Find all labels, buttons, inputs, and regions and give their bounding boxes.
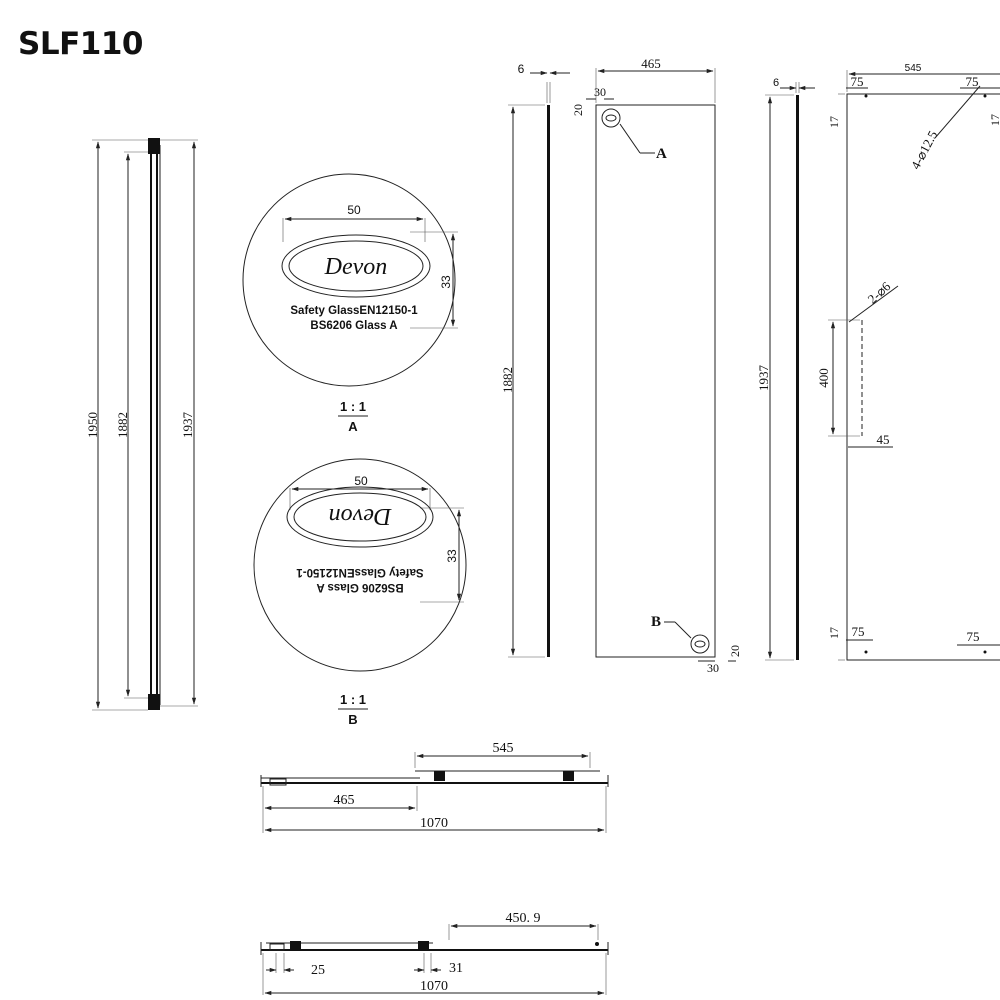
side-view: 1950 1882 1937 xyxy=(85,138,198,711)
top-roller-icon xyxy=(148,138,160,154)
callout-a: A xyxy=(656,146,667,162)
fixed-width: 465 xyxy=(641,56,661,71)
sliding-height: 1937 xyxy=(756,365,771,392)
detail-a-height: 33 xyxy=(439,275,453,289)
fixed-offset-y-b: 20 xyxy=(728,645,742,657)
handle-span: 400 xyxy=(816,368,831,388)
plan-open-top: 450. 9 xyxy=(506,911,541,926)
bottom-offset: 17 xyxy=(827,627,841,639)
edge-top-left: 75 xyxy=(851,74,864,89)
detail-a-line1: Safety GlassEN12150-1 xyxy=(290,305,418,317)
detail-a-scale: 1 : 1 xyxy=(340,399,366,414)
fixed-height: 1882 xyxy=(500,367,515,393)
dim-1882: 1882 xyxy=(115,412,130,438)
detail-a-brand-logo: Devon xyxy=(324,254,388,280)
detail-b-scale: 1 : 1 xyxy=(340,692,366,707)
detail-a-line2: BS6206 Glass A xyxy=(310,320,397,332)
plan-open-mid: 31 xyxy=(449,961,463,976)
edge-bottom-right: 75 xyxy=(967,629,980,644)
bottom-roller-icon xyxy=(148,694,160,710)
detail-a-width: 50 xyxy=(347,203,361,217)
callout-b: B xyxy=(651,614,661,630)
detail-b-width: 50 xyxy=(354,474,368,488)
detail-b-ref: B xyxy=(348,712,357,727)
roller-icon xyxy=(418,941,429,951)
page-title: SLF110 xyxy=(18,26,143,62)
roller-icon xyxy=(563,771,574,781)
plan-view-closed: 545 465 1070 xyxy=(260,741,609,833)
detail-b-brand-logo: Devon xyxy=(329,503,393,529)
fixed-offset-x-b: 30 xyxy=(707,661,719,675)
fixed-offset-y: 20 xyxy=(571,104,585,116)
dim-1950: 1950 xyxy=(85,412,100,438)
plan-closed-total: 1070 xyxy=(420,816,448,831)
top-offset: 17 xyxy=(827,116,841,128)
detail-b-height: 33 xyxy=(445,549,459,563)
fixed-panel: 6 1882 465 30 20 A B 30 20 xyxy=(500,56,742,675)
dim-1937: 1937 xyxy=(180,412,195,439)
fixed-offset-x: 30 xyxy=(594,85,606,99)
plan-closed-left: 465 xyxy=(334,793,355,808)
sliding-width: 545 xyxy=(905,63,922,74)
plan-view-open: 450. 9 25 31 1070 xyxy=(260,911,609,996)
detail-b-line2: BS6206 Glass A xyxy=(316,581,403,593)
plan-open-left: 25 xyxy=(311,963,325,978)
detail-b: 50 33 BS6206 Glass A Safety GlassEN12150… xyxy=(253,458,467,727)
roller-icon xyxy=(290,941,301,951)
detail-b-line1: Safety GlassEN12150-1 xyxy=(296,566,424,578)
edge-top-right: 75 xyxy=(966,74,979,89)
detail-a-ref: A xyxy=(348,419,358,434)
sliding-thickness: 6 xyxy=(773,77,779,89)
logo-mark-b-icon xyxy=(690,634,710,654)
top-offset-right: 17 xyxy=(988,114,1000,126)
edge-bottom-left: 75 xyxy=(852,624,865,639)
roller-icon xyxy=(434,771,445,781)
holes-top: 4-⌀12.5 xyxy=(908,128,941,172)
detail-a: 50 33 Devon Safety GlassEN12150-1 BS6206… xyxy=(242,173,458,434)
sliding-panel: 6 1937 545 75 75 17 17 4-⌀12.5 400 2-⌀6 … xyxy=(756,63,1000,661)
logo-mark-a-icon xyxy=(601,108,621,128)
handle-offset: 45 xyxy=(877,432,890,447)
plan-open-total: 1070 xyxy=(420,979,448,994)
plan-closed-top: 545 xyxy=(493,741,514,756)
fixed-thickness: 6 xyxy=(518,62,525,76)
